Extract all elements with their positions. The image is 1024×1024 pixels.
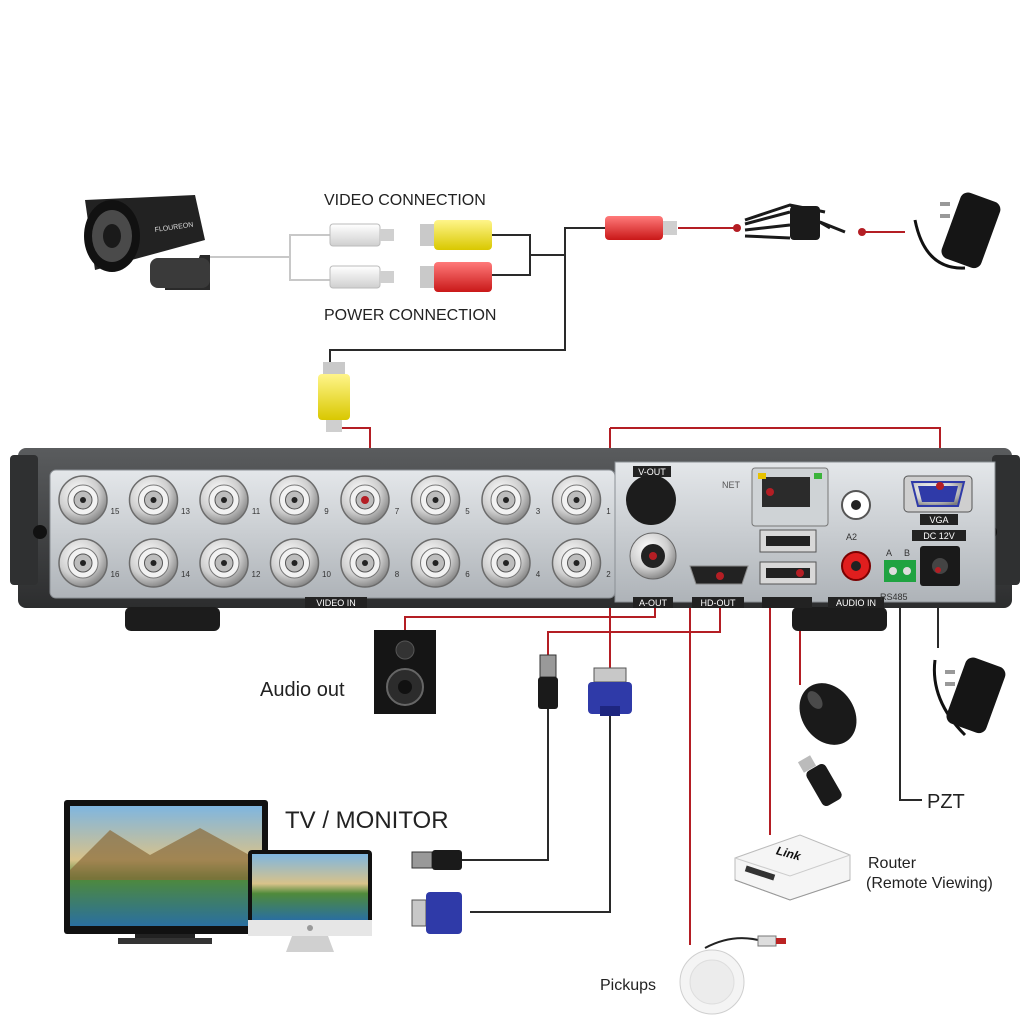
bnc-number-label: 4 [536, 570, 541, 579]
vga-plug-monitor-icon [411, 892, 462, 934]
bnc-number-label: 14 [181, 570, 190, 579]
hdmi-port: HD-OUT [689, 565, 749, 608]
remote-viewing-label: (Remote Viewing) [866, 875, 993, 892]
hdmi-cable-plug-icon [538, 654, 558, 709]
pzt-label: PZT [927, 791, 965, 813]
bnc-video-plug [318, 362, 350, 432]
speaker-icon [374, 630, 436, 714]
pickup-microphone-icon [679, 935, 786, 1015]
mouse-icon [799, 683, 857, 745]
bnc-port-4: 4 [481, 538, 541, 588]
rs485-label: RS485 [880, 592, 908, 602]
a-out-port: A-OUT [629, 532, 677, 608]
wire-pzt [899, 574, 922, 801]
a2-label: A2 [846, 532, 857, 542]
v-out-port: V-OUT [626, 466, 676, 525]
tv-monitor-icon [64, 800, 268, 944]
vga-port: VGA [903, 475, 973, 525]
bnc-number-label: 11 [252, 507, 261, 516]
bnc-number-label: 3 [536, 507, 541, 516]
panel-labels: VIDEO IN [305, 597, 367, 608]
bnc-port-10: 10 [269, 538, 331, 588]
bnc-number-label: 2 [606, 570, 611, 579]
power-connection-label: POWER CONNECTION [324, 307, 496, 324]
power-adapter-bottom [932, 657, 1006, 737]
router-label: Router [868, 855, 917, 872]
bnc-number-label: 5 [465, 507, 470, 516]
router-icon: Link [734, 834, 851, 901]
dc12v-label: DC 12V [923, 531, 955, 541]
camera-cable [205, 234, 330, 281]
bnc-number-label: 9 [324, 507, 329, 516]
bnc-port-3: 3 [481, 475, 541, 525]
video-in-ports: 15 13 11 9 7 5 3 1 16 14 12 10 8 6 4 2 [58, 475, 611, 588]
video-cable [329, 227, 605, 362]
bnc-port-15: 15 [58, 475, 120, 525]
vga-plug-icon [588, 667, 632, 716]
audio-in-ports: A1 A2 AUDIO IN [828, 490, 884, 608]
v-out-label: V-OUT [638, 467, 666, 477]
bnc-number-label: 8 [395, 570, 400, 579]
pickups-label: Pickups [600, 977, 656, 994]
bnc-port-13: 13 [128, 475, 190, 525]
usb-ports [759, 529, 817, 608]
hd-out-label: HD-OUT [701, 598, 736, 608]
bnc-port-16: 16 [58, 538, 120, 588]
bnc7-connection-dot [361, 496, 369, 504]
bnc-number-label: 15 [111, 507, 120, 516]
power-adapter-top [913, 192, 1001, 270]
video-in-label: VIDEO IN [316, 598, 356, 608]
bullet-camera: FLOUREON [84, 195, 210, 290]
hdmi-plug-monitor-icon [411, 850, 462, 870]
bnc-number-label: 10 [322, 570, 331, 579]
bnc-number-label: 13 [181, 507, 190, 516]
bnc-port-11: 11 [199, 475, 261, 525]
bnc-port-6: 6 [410, 538, 470, 588]
vga-label: VGA [929, 515, 948, 525]
a-out-label: A-OUT [639, 598, 668, 608]
router-brand: Link [775, 843, 804, 863]
bnc-port-5: 5 [410, 475, 470, 525]
bnc-port-8: 8 [340, 538, 400, 588]
bnc-port-12: 12 [199, 538, 261, 588]
video-connection-label: VIDEO CONNECTION [324, 192, 486, 209]
bnc-number-label: 1 [606, 507, 611, 516]
audio-out-label: Audio out [260, 679, 345, 701]
bnc-number-label: 6 [465, 570, 470, 579]
bnc-port-9: 9 [269, 475, 329, 525]
bnc-number-label: 12 [252, 570, 261, 579]
usb-dongle-icon [797, 755, 842, 806]
term-a-label: A [886, 548, 892, 558]
rca-connectors [329, 216, 677, 292]
ethernet-port: NET [722, 467, 829, 527]
bnc-number-label: 16 [111, 570, 120, 579]
term-b-label: B [904, 548, 910, 558]
bnc-port-1: 1 [551, 475, 611, 525]
computer-monitor-icon [248, 850, 372, 952]
rs485-terminal: A B RS485 [880, 548, 916, 602]
bnc-port-14: 14 [128, 538, 190, 588]
net-label: NET [722, 480, 741, 490]
hdmi-cable [460, 705, 549, 861]
power-splitter [733, 203, 866, 240]
dc-12v-port: DC 12V [912, 530, 966, 586]
bnc-number-label: 7 [395, 507, 400, 516]
power-wire [678, 227, 905, 233]
bnc-port-2: 2 [551, 538, 611, 588]
vga-cable [470, 715, 611, 913]
tv-monitor-label: TV / MONITOR [285, 807, 449, 834]
audio-in-label: AUDIO IN [836, 598, 876, 608]
